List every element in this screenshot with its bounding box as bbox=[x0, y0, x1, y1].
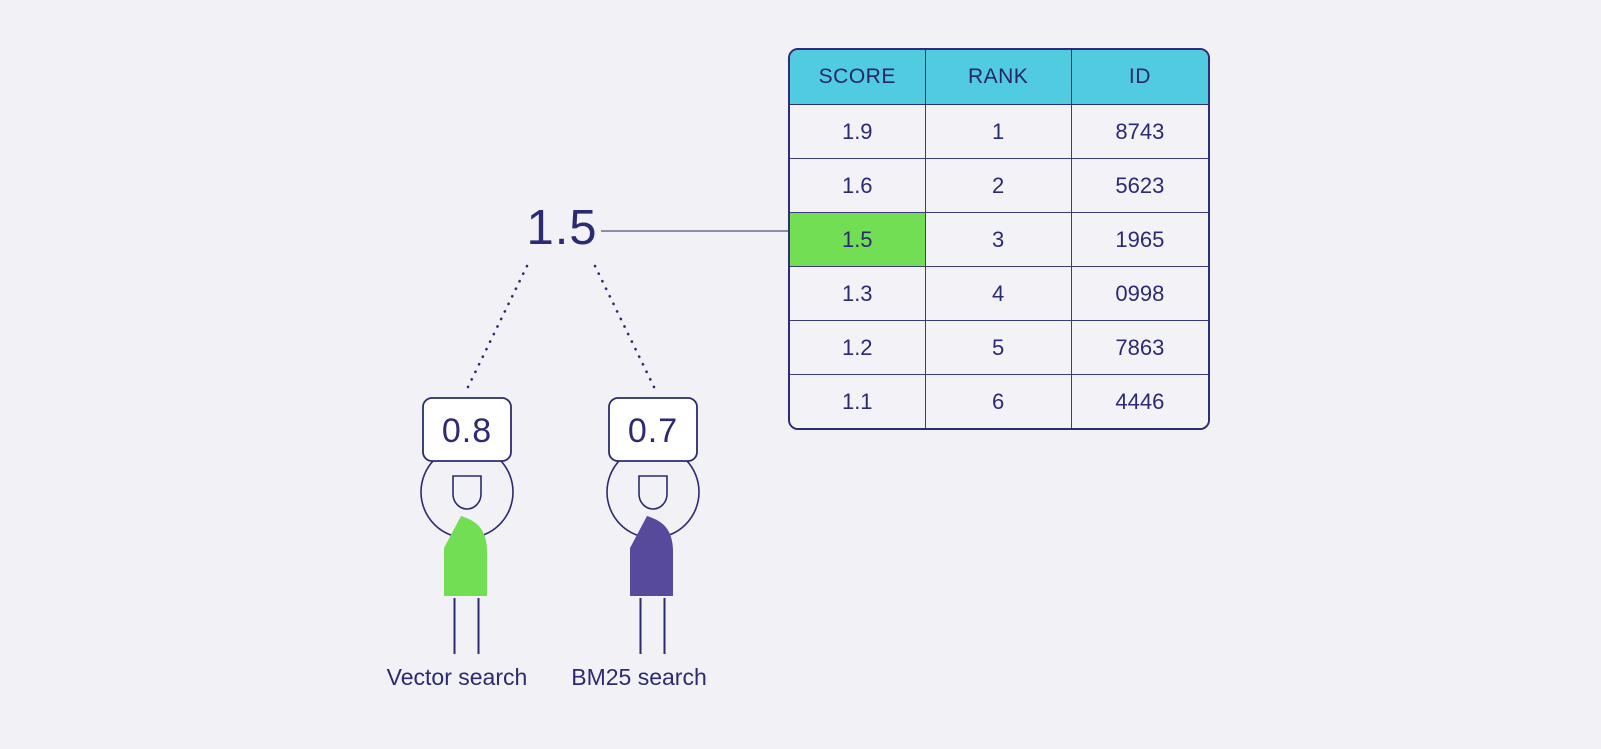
dotted-line-to-bm25 bbox=[593, 264, 656, 389]
table-header-row: SCORE RANK ID bbox=[790, 50, 1208, 105]
table-row: 1.1 6 4446 bbox=[790, 374, 1208, 428]
figure-body bbox=[630, 516, 673, 596]
cell-score: 1.6 bbox=[790, 158, 926, 213]
table-row: 1.6 2 5623 bbox=[790, 158, 1208, 213]
header-rank: RANK bbox=[924, 50, 1072, 105]
bm25-search-figure: 0.7 bbox=[606, 397, 700, 654]
table-row-highlighted: 1.5 3 1965 bbox=[790, 212, 1208, 267]
vector-search-label: Vector search bbox=[386, 664, 528, 690]
score-sign bbox=[422, 397, 512, 462]
cell-id: 8743 bbox=[1070, 104, 1208, 159]
fusion-dotted-lines bbox=[466, 264, 656, 389]
cell-score-highlighted: 1.5 bbox=[790, 212, 926, 267]
cell-rank: 6 bbox=[924, 374, 1072, 428]
bm25-score-value: 0.7 bbox=[628, 412, 678, 450]
cell-id: 1965 bbox=[1070, 212, 1208, 267]
bm25-search-label: BM25 search bbox=[571, 664, 707, 690]
figure-legs bbox=[639, 598, 666, 654]
cell-score: 1.9 bbox=[790, 104, 926, 159]
cell-rank: 2 bbox=[924, 158, 1072, 213]
combined-score-value: 1.5 bbox=[526, 201, 598, 255]
table-row: 1.2 5 7863 bbox=[790, 320, 1208, 375]
cell-rank: 5 bbox=[924, 320, 1072, 375]
score-sign bbox=[608, 397, 698, 462]
cell-score: 1.2 bbox=[790, 320, 926, 375]
cell-score: 1.1 bbox=[790, 374, 926, 428]
cell-id: 4446 bbox=[1070, 374, 1208, 428]
table-row: 1.3 4 0998 bbox=[790, 266, 1208, 321]
vector-score-value: 0.8 bbox=[442, 412, 492, 450]
cell-rank: 1 bbox=[924, 104, 1072, 159]
cell-id: 0998 bbox=[1070, 266, 1208, 321]
table-row: 1.9 1 8743 bbox=[790, 104, 1208, 159]
cell-rank: 4 bbox=[924, 266, 1072, 321]
header-score: SCORE bbox=[790, 50, 926, 105]
figure-head bbox=[638, 475, 668, 510]
score-to-table-connector-line bbox=[601, 230, 788, 232]
figure-body bbox=[444, 516, 487, 596]
cell-id: 5623 bbox=[1070, 158, 1208, 213]
cell-rank: 3 bbox=[924, 212, 1072, 267]
figure-legs bbox=[453, 598, 480, 654]
figure-head bbox=[452, 475, 482, 510]
fused-results-table: SCORE RANK ID 1.9 1 8743 1.6 2 5623 1.5 bbox=[788, 48, 1210, 430]
header-id: ID bbox=[1070, 50, 1208, 105]
cell-id: 7863 bbox=[1070, 320, 1208, 375]
cell-score: 1.3 bbox=[790, 266, 926, 321]
vector-search-figure: 0.8 bbox=[420, 397, 514, 654]
dotted-line-to-vector bbox=[466, 264, 529, 389]
